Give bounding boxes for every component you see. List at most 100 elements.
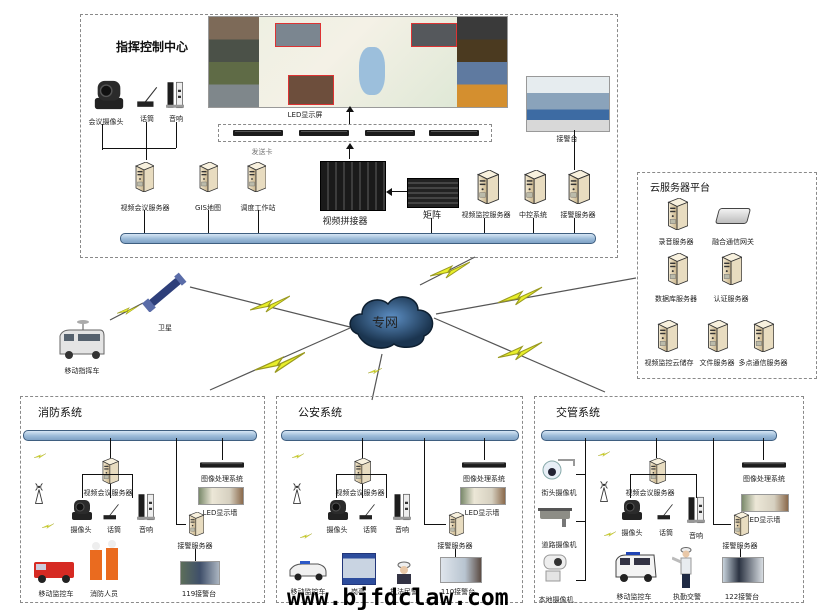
microphone-icon [134,82,160,110]
cloud-platform-title: 云服务器平台 [650,183,710,194]
led-wall-label: LED显示墙 [745,516,781,524]
server-icon [718,253,742,285]
led-wall-thumbnail [198,487,244,505]
camera-label: 街头摄像机 [541,489,577,497]
microphone-icon [655,500,675,522]
camera-icon [620,498,644,522]
fire-system-network-bus [23,430,257,441]
server-icon [704,320,728,352]
server-icon [99,458,119,484]
lightning-icon [598,448,610,460]
led-screen-label: LED显示屏 [287,111,323,119]
device-label: 摄像头 [621,529,643,537]
police-kiosk-icon [342,553,376,585]
sender-card [429,129,479,137]
connector [574,218,576,234]
camera-icon [326,498,350,522]
connector [336,474,386,476]
connector [110,438,112,458]
connector [696,474,698,498]
video-wall-processor-label: 视频拼接器 [322,217,368,227]
connector [713,438,715,524]
led-thumb-right [457,17,507,107]
police-system-panel [276,396,523,603]
mobile-command-vehicle-icon [59,320,105,359]
server-icon [351,458,371,484]
cloud-server-label: 文件服务器 [699,359,735,367]
device-label: 摄像头 [70,526,92,534]
camera-label: 本地摄像机 [538,596,574,604]
lightning-icon [368,367,382,375]
arrow-head-icon [346,143,354,149]
alarm-server-label: 接警服务器 [177,542,213,550]
camera-icon [70,498,94,522]
matrix-label: 矩阵 [422,211,442,221]
cloud-server-label: 录音服务器 [658,238,694,246]
wireless-antenna-icon [290,480,304,506]
arrow-to-sender [349,145,351,159]
connector [630,474,632,498]
connector [576,580,586,582]
sender-card [233,129,283,137]
alarm-desk-photo [722,557,764,583]
led-wall-thumbnail [741,494,789,512]
lightning-icon [292,450,304,462]
speaker-icon [687,494,705,526]
dome-camera-icon [542,459,575,480]
connector [713,524,731,526]
connector [533,218,535,234]
connector [630,474,696,476]
police-system-title: 公安系统 [298,406,342,419]
server-icon [731,512,749,536]
lightning-icon [300,530,312,542]
connector [132,474,134,498]
dispatch-desk-label: 接警台 [556,135,578,143]
server-label: GIS地图 [195,204,221,212]
lightning-icon [604,528,616,540]
cloud-platform-panel [637,172,817,379]
server-icon [564,170,590,204]
video-wall-processor [320,161,386,211]
server-label: 视频监控服务器 [461,211,511,219]
lightning-icon [255,351,305,374]
connector [176,122,178,148]
traffic-officer-icon [672,547,692,588]
connector [176,524,186,526]
image-processing-device [742,460,786,470]
command-center-panel [80,14,618,258]
lightning-icon [497,341,543,361]
alarm-desk-photo [180,561,220,585]
connector [362,438,364,458]
mobile-monitoring-van-icon [615,552,657,582]
image-processing-device [462,460,506,470]
server-label: 接警服务器 [560,211,596,219]
led-map-lake [359,47,385,95]
server-icon [446,512,464,536]
satellite-icon [141,272,187,312]
device-label: 话筒 [363,526,377,534]
private-network-label: 专网 [372,316,399,331]
conference-server-label: 视频会议服务器 [83,489,133,497]
officer-label: 执法民警 [390,588,418,596]
connector [740,549,742,557]
mobile-vehicle-label: 移动监控车 [290,588,326,596]
cloud-server-label: 融合通信网关 [712,238,754,246]
conference-device-label: 话筒 [140,115,154,123]
connector [424,438,426,524]
connector [386,474,388,498]
alarm-desk-label: 110接警台 [440,588,476,596]
fire-system-title: 消防系统 [38,406,82,419]
link-network-police [371,353,383,401]
personnel-label: 消防人员 [90,590,118,598]
server-icon [654,320,678,352]
connector [576,521,586,523]
conference-server-label: 视频会议服务器 [335,489,385,497]
traffic-system-network-bus [541,430,777,441]
led-map-inset [275,23,321,47]
command-center-network-bus [120,233,596,244]
server-label: 中控系统 [519,211,547,219]
device-label: 音响 [139,526,153,534]
led-map-inset [288,75,334,105]
led-thumb-left [209,17,259,107]
